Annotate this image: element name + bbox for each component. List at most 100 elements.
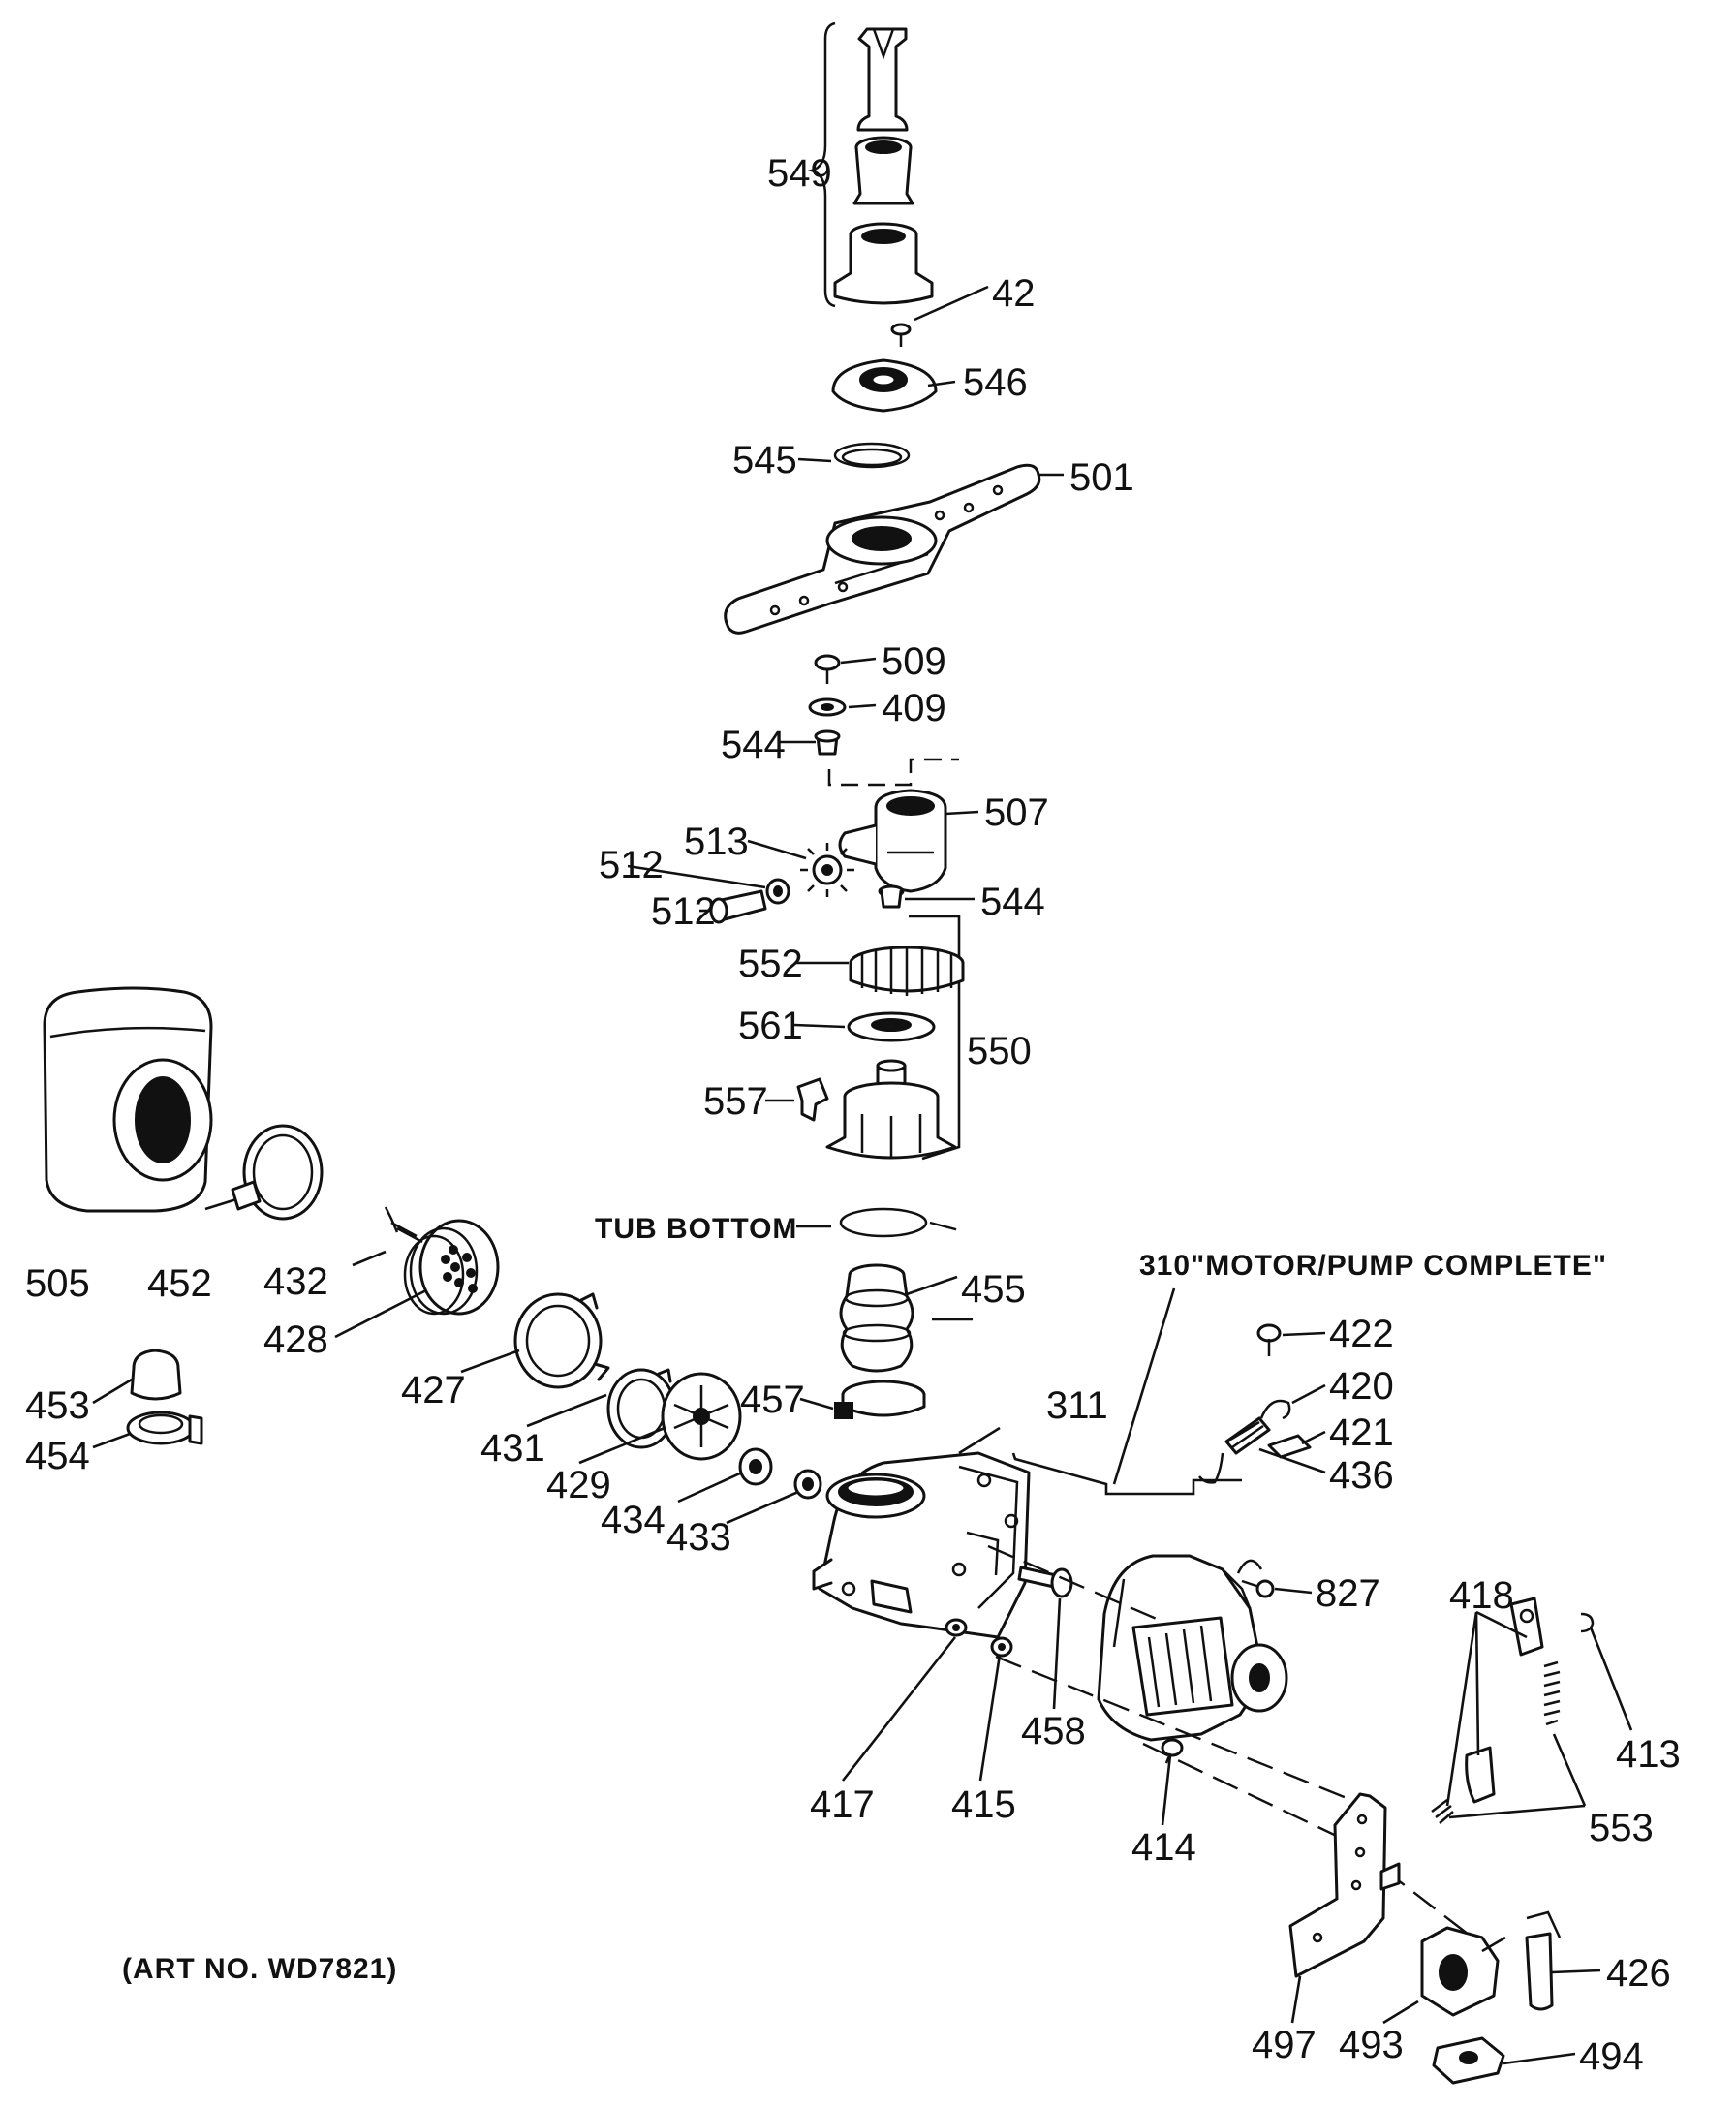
label-557: 557: [703, 1080, 768, 1123]
part-458-bolt: [1017, 1566, 1073, 1598]
label-512-lower: 512: [651, 890, 716, 933]
label-507: 507: [984, 791, 1049, 834]
part-455-bellows: [839, 1263, 914, 1373]
label-429: 429: [546, 1464, 611, 1506]
part-421-bracket: [1267, 1434, 1312, 1459]
part-310-motor: [1097, 1554, 1288, 1742]
label-431: 431: [480, 1427, 545, 1470]
part-426-key: [1525, 1910, 1562, 2011]
bracket-motor-pump: [1011, 1452, 1242, 1496]
label-422: 422: [1329, 1313, 1394, 1355]
part-432-spring: [384, 1206, 423, 1244]
label-455: 455: [961, 1268, 1026, 1311]
label-art-number: (ART NO. WD7821): [122, 1953, 397, 1985]
label-546: 546: [963, 361, 1028, 404]
label-494: 494: [1579, 2035, 1644, 2078]
label-552: 552: [738, 943, 803, 985]
part-427-ring: [513, 1292, 610, 1389]
part-509-screw: [814, 654, 841, 684]
label-415: 415: [951, 1783, 1016, 1826]
part-507-housing: [827, 758, 959, 893]
label-417: 417: [810, 1783, 875, 1826]
part-452-clamp: [231, 1124, 324, 1221]
label-453: 453: [25, 1384, 90, 1427]
label-493: 493: [1339, 2024, 1404, 2066]
label-tub-bottom: TUB BOTTOM: [595, 1213, 797, 1245]
label-427: 427: [401, 1369, 466, 1411]
label-553: 553: [1589, 1807, 1654, 1849]
label-501: 501: [1070, 456, 1134, 499]
part-561-washer: [847, 1011, 936, 1042]
part-550-housing: [825, 1059, 957, 1160]
part-544-bushing-upper: [814, 729, 841, 756]
label-512-upper: 512: [599, 844, 664, 886]
part-428-filter: [403, 1219, 500, 1316]
part-546-cap: [831, 358, 938, 413]
axis-line-bottom: [1142, 1742, 1473, 1938]
label-421: 421: [1329, 1411, 1394, 1454]
part-417-washer: [945, 1618, 968, 1637]
label-452: 452: [147, 1262, 212, 1305]
axis-line-main: [987, 1544, 1160, 1622]
part-labels: 549 42 546 545 501 509 409 544 507 513 5…: [25, 152, 1681, 2078]
label-434: 434: [601, 1499, 666, 1541]
label-457: 457: [740, 1379, 805, 1421]
part-433-bushing: [793, 1469, 822, 1500]
part-418-cam: [1465, 1746, 1496, 1804]
part-422-screw: [1256, 1323, 1282, 1356]
part-557-clip: [796, 1077, 829, 1122]
label-426: 426: [1606, 1952, 1671, 1995]
part-418-lever: [1509, 1596, 1544, 1657]
label-545: 545: [732, 439, 797, 481]
part-494-cap: [1432, 2036, 1505, 2085]
label-544-upper: 544: [721, 724, 786, 766]
part-434-nut: [738, 1447, 773, 1486]
part-513-gear: [800, 843, 854, 897]
label-428: 428: [264, 1318, 328, 1361]
part-493-housing: [1420, 1926, 1506, 2017]
part-311-pump-housing: [812, 1451, 1031, 1639]
label-505: 505: [25, 1262, 90, 1305]
label-513: 513: [684, 821, 749, 863]
part-453-cap: [130, 1348, 182, 1401]
label-414: 414: [1132, 1826, 1196, 1869]
part-454-clamp: [126, 1410, 203, 1445]
label-413: 413: [1616, 1733, 1681, 1776]
label-561: 561: [738, 1005, 803, 1047]
part-413-clip: [1580, 1612, 1595, 1633]
label-motor-pump-complete: 310"MOTOR/PUMP COMPLETE": [1139, 1250, 1607, 1282]
part-545-ring: [833, 442, 911, 469]
part-549-tube-assembly: [807, 21, 934, 308]
part-457-clamp: [834, 1380, 926, 1419]
part-501-spray-arm: [724, 463, 1041, 635]
label-458: 458: [1021, 1710, 1086, 1752]
part-418-pin: [1431, 1799, 1454, 1824]
part-553-spring: [1543, 1660, 1561, 1726]
label-420: 420: [1329, 1365, 1394, 1408]
tub-bottom-ring: [796, 1207, 960, 1238]
label-409: 409: [882, 687, 946, 729]
label-436: 436: [1329, 1454, 1394, 1497]
part-42-screw: [890, 323, 912, 347]
part-512-shaft: [709, 889, 767, 924]
part-409-washer: [808, 698, 847, 717]
label-418: 418: [1449, 1574, 1514, 1617]
part-414-screw: [1161, 1738, 1184, 1764]
part-429-impeller: [661, 1372, 742, 1461]
part-436-spring: [1198, 1399, 1291, 1484]
label-42: 42: [992, 272, 1036, 315]
label-497: 497: [1252, 2024, 1317, 2066]
label-311: 311: [1046, 1384, 1108, 1427]
leader-motor-pump-title: [1112, 1287, 1176, 1485]
part-415-nut: [990, 1636, 1013, 1658]
label-454: 454: [25, 1435, 90, 1477]
label-433: 433: [666, 1516, 731, 1559]
label-827: 827: [1316, 1572, 1380, 1615]
part-552-gear: [849, 946, 965, 996]
bracket-550: [909, 914, 961, 1161]
label-509: 509: [882, 640, 946, 683]
part-512-washer: [765, 878, 790, 905]
part-827-screw: [1241, 1579, 1275, 1598]
label-544-lower: 544: [980, 881, 1045, 923]
